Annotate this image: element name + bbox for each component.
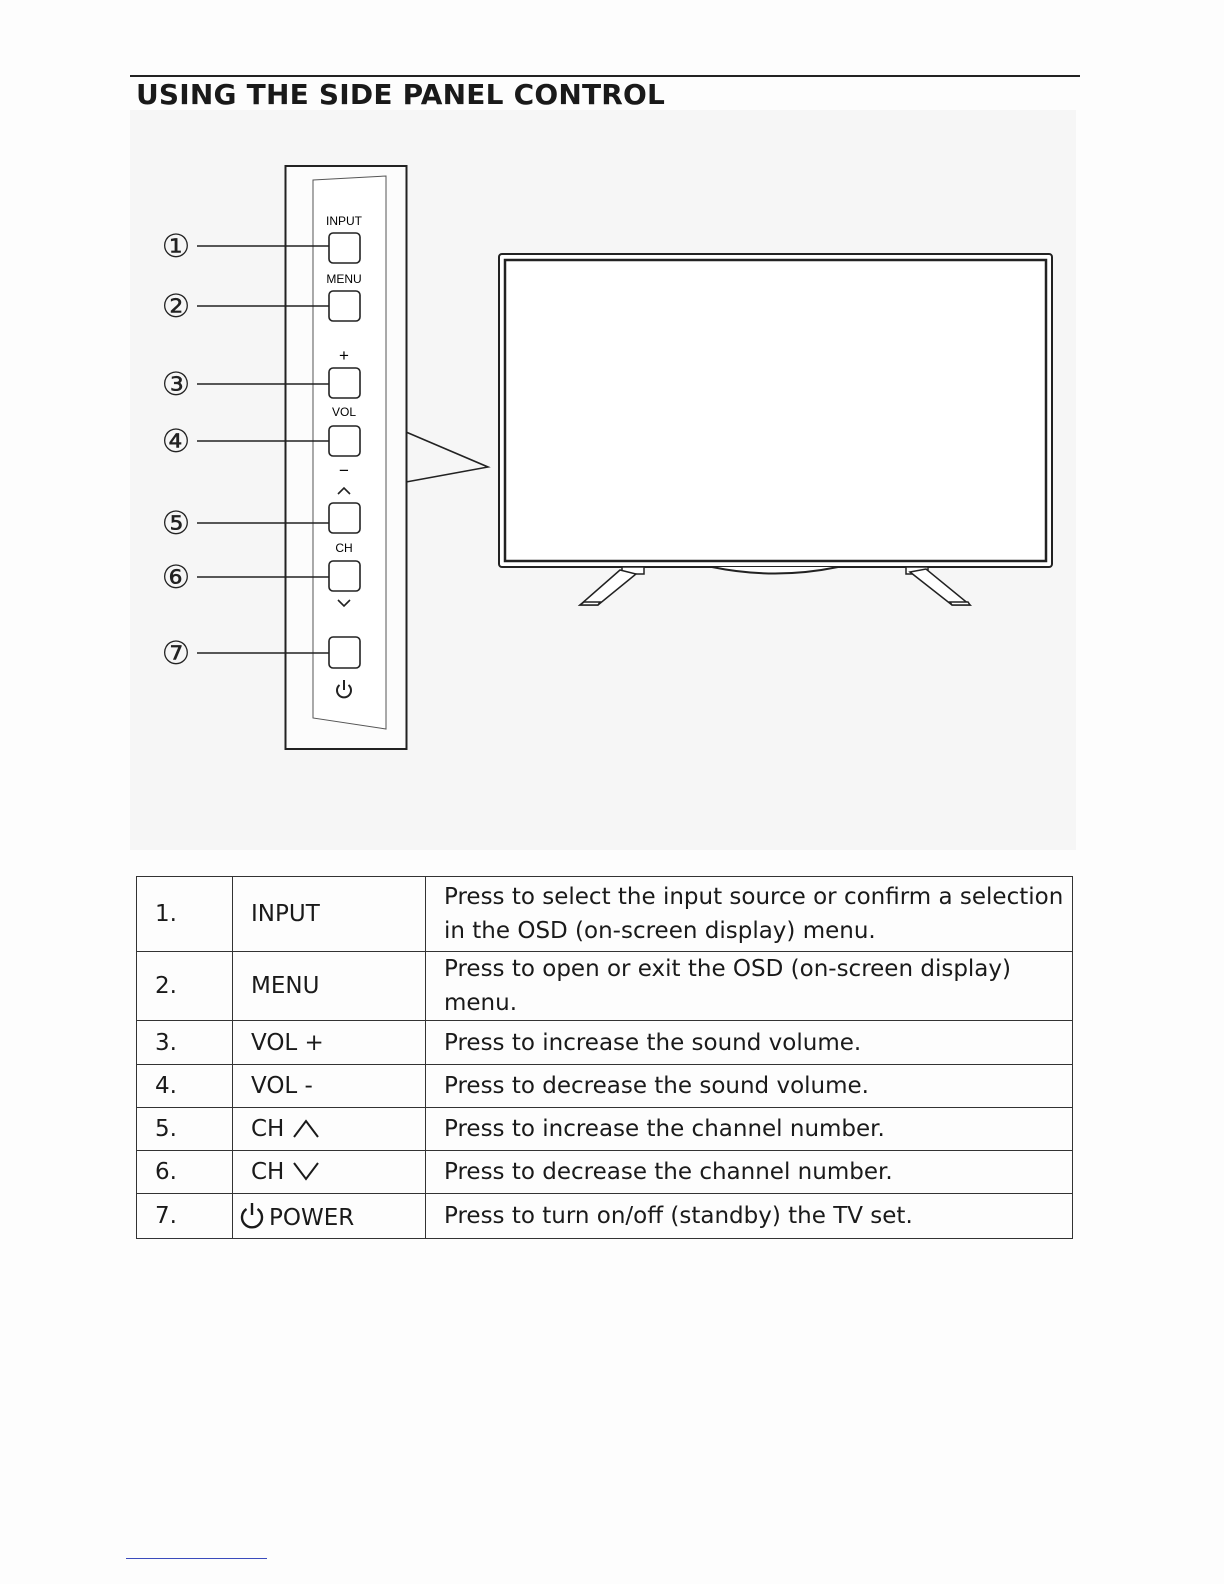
chevron-down-icon	[293, 1162, 320, 1181]
page-title: USING THE SIDE PANEL CONTROL	[136, 78, 666, 111]
table-row: 6. CH Press to decrease the channel numb…	[136, 1150, 1073, 1194]
power-icon	[336, 680, 352, 699]
callout-3: ③	[162, 366, 191, 402]
label-menu: MENU	[326, 272, 361, 286]
callout-lines	[197, 245, 329, 654]
row-description: Press to decrease the sound volume.	[425, 1064, 1073, 1108]
side-panel-diagram: INPUT MENU + VOL − CH ① ② ③ ④ ⑤ ⑥ ⑦	[162, 165, 1053, 750]
panel-pointer	[405, 431, 491, 483]
chevron-down-icon	[337, 599, 351, 608]
row-description: Press to increase the channel number.	[425, 1107, 1073, 1151]
callout-6: ⑥	[162, 559, 191, 595]
row-number: 2.	[136, 951, 233, 1021]
ch-up-button[interactable]	[328, 502, 361, 534]
row-description: Press to turn on/off (standby) the TV se…	[425, 1193, 1073, 1239]
row-number: 3.	[136, 1020, 233, 1065]
controls-table: 1. INPUT Press to select the input sourc…	[136, 876, 1073, 1239]
ch-down-button[interactable]	[328, 560, 361, 592]
row-button: CH	[251, 1159, 285, 1185]
table-row: 5. CH Press to increase the channel numb…	[136, 1107, 1073, 1151]
callout-1: ①	[162, 228, 191, 264]
row-number: 7.	[136, 1193, 233, 1239]
header-rule	[130, 75, 1080, 77]
row-button: CH	[251, 1116, 285, 1142]
row-button-cell: CH	[232, 1150, 426, 1194]
row-button: MENU	[232, 951, 426, 1021]
row-button-cell: POWER	[232, 1193, 426, 1239]
footer-link-underline	[126, 1558, 267, 1559]
row-button: POWER	[269, 1205, 355, 1231]
label-ch: CH	[335, 541, 352, 555]
tv-illustration	[498, 253, 1053, 606]
table-row: 1. INPUT Press to select the input sourc…	[136, 876, 1073, 952]
row-button: VOL -	[232, 1064, 426, 1108]
row-description: Press to increase the sound volume.	[425, 1020, 1073, 1065]
row-number: 6.	[136, 1150, 233, 1194]
callout-5: ⑤	[162, 505, 191, 541]
table-row: 3. VOL + Press to increase the sound vol…	[136, 1020, 1073, 1065]
table-row: 2. MENU Press to open or exit the OSD (o…	[136, 951, 1073, 1021]
row-button: INPUT	[232, 876, 426, 952]
chevron-up-icon	[293, 1119, 320, 1138]
vol-up-button[interactable]	[328, 367, 361, 399]
row-number: 1.	[136, 876, 233, 952]
row-description: Press to select the input source or conf…	[425, 876, 1073, 952]
callout-2: ②	[162, 288, 191, 324]
vol-down-button[interactable]	[328, 425, 361, 457]
callout-7: ⑦	[162, 635, 191, 671]
power-icon	[240, 1203, 264, 1229]
input-button[interactable]	[328, 232, 361, 264]
row-description: Press to open or exit the OSD (on-screen…	[425, 951, 1073, 1021]
menu-button[interactable]	[328, 290, 361, 322]
label-input: INPUT	[326, 214, 363, 228]
table-row: 7. POWER Press to turn on/off (standby) …	[136, 1193, 1073, 1239]
row-button-cell: CH	[232, 1107, 426, 1151]
chevron-up-icon	[337, 486, 351, 495]
row-description: Press to decrease the channel number.	[425, 1150, 1073, 1194]
label-minus: −	[339, 461, 349, 480]
label-plus: +	[339, 346, 349, 365]
row-button: VOL +	[232, 1020, 426, 1065]
callout-4: ④	[162, 423, 191, 459]
label-vol: VOL	[332, 405, 356, 419]
row-number: 5.	[136, 1107, 233, 1151]
row-number: 4.	[136, 1064, 233, 1108]
table-row: 4. VOL - Press to decrease the sound vol…	[136, 1064, 1073, 1108]
power-button[interactable]	[328, 636, 361, 669]
